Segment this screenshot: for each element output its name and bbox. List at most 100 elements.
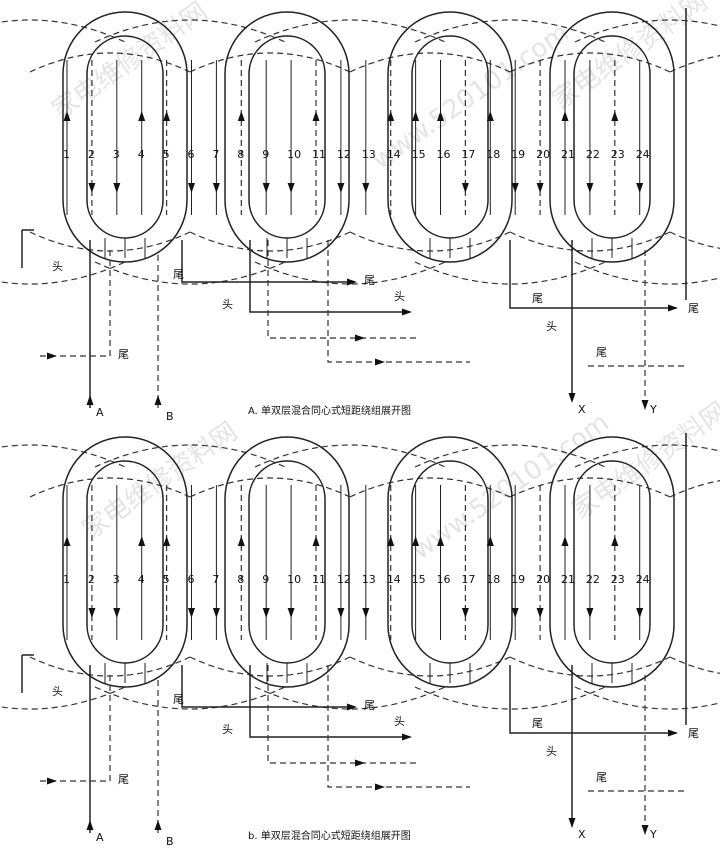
slot-number: 19 <box>511 148 525 161</box>
current-up-arrow <box>412 111 420 121</box>
slot-number: 13 <box>362 573 376 586</box>
slot-number: 1 <box>63 573 70 586</box>
slot-number: 10 <box>287 573 301 586</box>
jumper-arrow <box>402 733 412 741</box>
panel-caption: b. 单双层混合同心式短距绕组展开图 <box>248 829 411 842</box>
dashed-end-arc <box>414 19 606 43</box>
current-down-arrow <box>88 183 96 193</box>
tail-label: 尾 <box>364 699 375 712</box>
slot-number: 23 <box>611 148 625 161</box>
dashed-end-arc <box>669 480 720 498</box>
tail-label: 尾 <box>118 348 129 361</box>
current-down-arrow <box>188 183 195 193</box>
dashed-end-arc <box>414 686 606 710</box>
current-down-arrow <box>212 183 220 193</box>
dashed-end-arc <box>94 261 286 285</box>
tail-label: 尾 <box>173 693 184 706</box>
outer-coil <box>549 11 675 263</box>
current-up-arrow <box>312 536 320 546</box>
jumper-wire-dashed <box>267 665 420 764</box>
current-down-arrow <box>113 608 121 618</box>
dashed-end-arc <box>254 444 446 468</box>
jumper-wire-dashed <box>327 240 470 363</box>
jumper-arrow <box>347 703 357 711</box>
current-down-arrow <box>586 183 594 193</box>
jumper-wire-dashed <box>327 665 470 788</box>
outer-coil <box>62 436 188 688</box>
outer-coil <box>387 11 513 263</box>
jumper-arrow <box>375 358 385 366</box>
current-down-arrow <box>337 608 345 618</box>
terminal-label: A <box>96 831 104 844</box>
current-down-arrow <box>362 608 370 618</box>
slot-number: 23 <box>611 573 625 586</box>
dashed-end-arc <box>189 477 351 498</box>
lead-y-arrow <box>641 400 649 410</box>
slot-number: 16 <box>437 573 451 586</box>
jumper-wire <box>509 665 676 734</box>
slot-number: 17 <box>461 573 475 586</box>
head-label: 头 <box>52 260 63 273</box>
current-down-arrow <box>362 183 370 193</box>
slot-number: 4 <box>138 148 145 161</box>
current-up-arrow <box>387 111 395 121</box>
tail-label: 尾 <box>173 268 184 281</box>
current-down-arrow <box>262 608 270 618</box>
dashed-end-arc <box>509 231 671 252</box>
lead-x-arrow <box>568 393 576 403</box>
jumper-arrow <box>47 352 57 360</box>
lead-b-arrow <box>154 820 162 830</box>
slot-number: 9 <box>262 148 269 161</box>
current-down-arrow <box>536 183 544 193</box>
slot-number: 12 <box>337 148 351 161</box>
inner-coil <box>411 35 489 239</box>
current-up-arrow <box>486 536 494 546</box>
coil-group-2 <box>224 11 350 263</box>
dashed-end-arc <box>414 261 606 285</box>
panel-caption: A. 单双层混合同心式短距绕组展开图 <box>248 404 411 417</box>
current-up-arrow <box>237 536 245 546</box>
outer-coil <box>549 436 675 688</box>
dashed-end-arc <box>574 261 720 285</box>
outer-coil <box>224 436 350 688</box>
slot-number: 4 <box>138 573 145 586</box>
slot-number: 14 <box>387 573 401 586</box>
jumper-wire <box>181 665 355 708</box>
slot-number: 6 <box>188 573 195 586</box>
slot-number: 14 <box>387 148 401 161</box>
current-down-arrow <box>337 183 345 193</box>
dashed-end-arc <box>509 656 671 677</box>
terminal-label: A <box>96 406 104 419</box>
head-label: 头 <box>394 290 405 303</box>
current-down-arrow <box>511 183 519 193</box>
terminal-label: B <box>166 410 174 423</box>
slot-number: 20 <box>536 148 550 161</box>
head-label: 头 <box>546 745 557 758</box>
tail-label: 尾 <box>688 727 699 740</box>
current-down-arrow <box>113 183 121 193</box>
current-up-arrow <box>412 536 420 546</box>
terminal-label: X <box>578 828 586 841</box>
jumper-arrow <box>355 334 365 342</box>
tail-label: 尾 <box>532 292 543 305</box>
coil-group-1 <box>62 436 188 688</box>
current-up-arrow <box>561 536 569 546</box>
slot-number: 24 <box>636 573 650 586</box>
current-down-arrow <box>536 608 544 618</box>
dashed-end-arc <box>0 19 126 43</box>
tail-label: 尾 <box>596 346 607 359</box>
dashed-end-arc <box>0 686 126 710</box>
slot-number: 21 <box>561 148 575 161</box>
terminal-label: Y <box>649 828 657 841</box>
dashed-end-arc <box>29 52 191 73</box>
current-up-arrow <box>138 536 146 546</box>
current-up-arrow <box>437 111 444 121</box>
lead-a-arrow <box>86 820 94 830</box>
slot-number: 2 <box>88 148 95 161</box>
slot-number: 7 <box>212 573 219 586</box>
dashed-end-arc <box>189 231 351 252</box>
tail-label: 尾 <box>364 274 375 287</box>
jumper-arrow <box>668 729 678 737</box>
